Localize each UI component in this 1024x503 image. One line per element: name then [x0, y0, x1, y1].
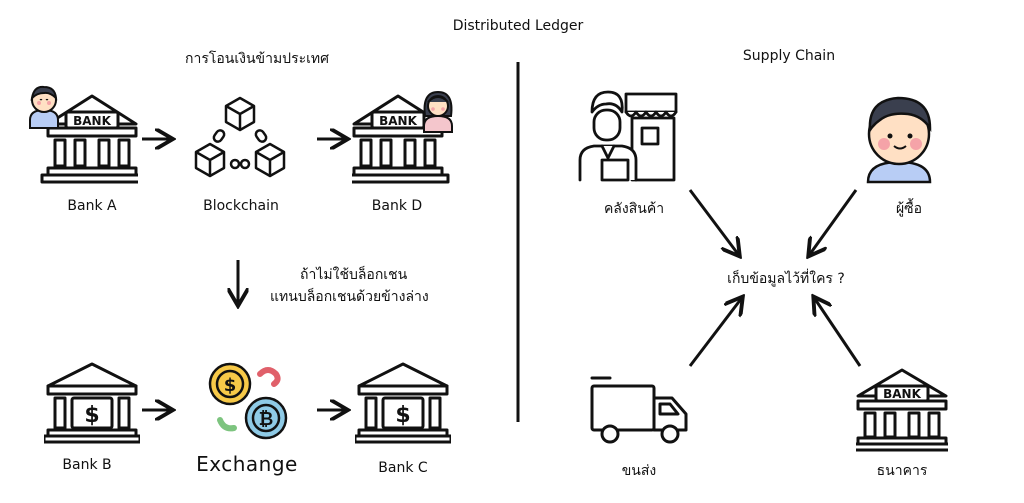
arrow-warehouse-to-center	[688, 189, 738, 254]
exchange-icon: $ ₿	[208, 362, 288, 440]
label-bank-b: Bank B	[62, 457, 112, 473]
right-section-heading: Supply Chain	[742, 48, 836, 64]
svg-text:BANK: BANK	[379, 114, 417, 128]
label-exchange: Exchange	[196, 452, 298, 476]
bank-b-icon: $	[44, 362, 140, 444]
bank-c-icon: $	[355, 362, 451, 444]
label-shipping: ขนส่ง	[621, 463, 657, 479]
truck-icon	[590, 376, 688, 444]
svg-text:$: $	[224, 375, 237, 396]
label-blockchain: Blockchain	[203, 198, 279, 214]
label-buyer: ผู้ซื้อ	[895, 201, 923, 217]
svg-text:$: $	[395, 403, 410, 428]
bank-th-icon: BANK	[856, 368, 948, 452]
svg-text:$: $	[84, 403, 99, 428]
bank-d-icon: BANK	[352, 90, 453, 184]
svg-text:BANK: BANK	[73, 114, 111, 128]
left-section-heading: การโอนเงินข้ามประเทศ	[184, 51, 330, 67]
diagram-title: Distributed Ledger	[452, 18, 584, 34]
label-bank-c: Bank C	[378, 460, 428, 476]
label-bank-d: Bank D	[371, 198, 423, 214]
bank-a-icon: BANK	[29, 85, 138, 184]
label-bank-th: ธนาคาร	[876, 463, 928, 479]
note-line-1: ถ้าไม่ใช้บล็อกเชน	[300, 267, 408, 283]
arrow-shipping-to-center	[688, 299, 741, 367]
label-bank-a: Bank A	[67, 198, 117, 214]
blockchain-icon	[194, 96, 286, 178]
svg-text:BANK: BANK	[883, 387, 921, 401]
warehouse-icon	[578, 90, 678, 182]
arrow-buyer-to-center	[810, 189, 858, 254]
note-line-2: แทนบล็อกเชนด้วยข้างล่าง	[270, 289, 429, 305]
center-question: เก็บข้อมูลไว้ที่ใคร ?	[727, 271, 845, 287]
label-warehouse: คลังสินค้า	[603, 201, 665, 217]
svg-text:₿: ₿	[259, 409, 274, 430]
buyer-icon	[866, 96, 932, 184]
arrow-bank-to-center	[815, 299, 862, 367]
